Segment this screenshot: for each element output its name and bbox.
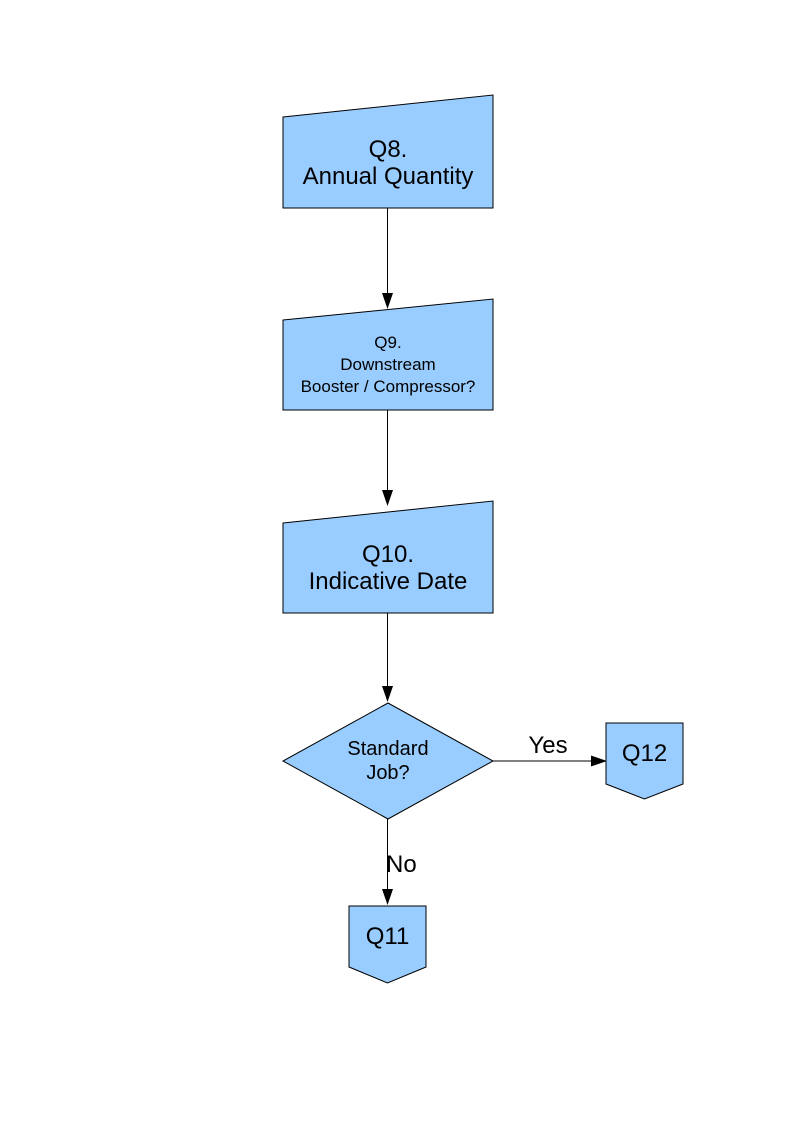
node-q10-line1: Q10. — [361, 541, 415, 568]
node-q8 — [282, 94, 494, 209]
arrow-decision-no-head — [382, 889, 393, 905]
arrow-q10-to-decision — [382, 613, 393, 702]
arrow-decision-yes-to-q12 — [493, 755, 607, 767]
node-q12-label: Q12 — [606, 723, 683, 784]
node-decision-standard-job — [281, 702, 495, 820]
arrow-q8-to-q9-head — [382, 293, 393, 309]
node-q9 — [282, 298, 494, 411]
node-connector-q12 — [605, 722, 684, 800]
arrow-q10-to-decision-head — [382, 686, 393, 702]
arrow-q9-to-q10 — [382, 410, 393, 506]
node-q9-line2: Downstream — [340, 355, 436, 374]
node-q8-label: Q8. Annual Quantity — [283, 117, 493, 208]
node-decision-label: Standard Job? — [283, 703, 493, 819]
arrow-decision-no-to-q11 — [382, 819, 393, 905]
arrow-q8-to-q9 — [382, 208, 393, 309]
node-decision-line2: Job? — [366, 762, 410, 784]
node-q12-text: Q12 — [621, 740, 668, 767]
node-q10 — [282, 500, 494, 614]
node-q10-line2: Indicative Date — [308, 568, 468, 595]
edge-label-yes-text: Yes — [528, 731, 568, 759]
node-connector-q11 — [348, 905, 427, 984]
node-q9-line1: Q9. — [374, 333, 402, 352]
edge-label-no-text: No — [386, 850, 417, 878]
node-q9-line3: Booster / Compressor? — [300, 377, 476, 396]
node-q10-label: Q10. Indicative Date — [283, 523, 493, 613]
node-q9-label: Q9. Downstream Booster / Compressor? — [283, 320, 493, 410]
node-decision-line1: Standard — [347, 738, 429, 760]
edge-label-yes: Yes — [508, 731, 588, 759]
arrow-q9-to-q10-head — [382, 490, 393, 506]
node-q8-line2: Annual Quantity — [302, 162, 474, 190]
edge-label-no: No — [386, 850, 446, 878]
node-q11-text: Q11 — [365, 923, 410, 950]
arrow-decision-yes-head — [591, 755, 607, 767]
node-q8-line1: Q8. — [368, 135, 408, 163]
node-q11-label: Q11 — [349, 906, 426, 967]
